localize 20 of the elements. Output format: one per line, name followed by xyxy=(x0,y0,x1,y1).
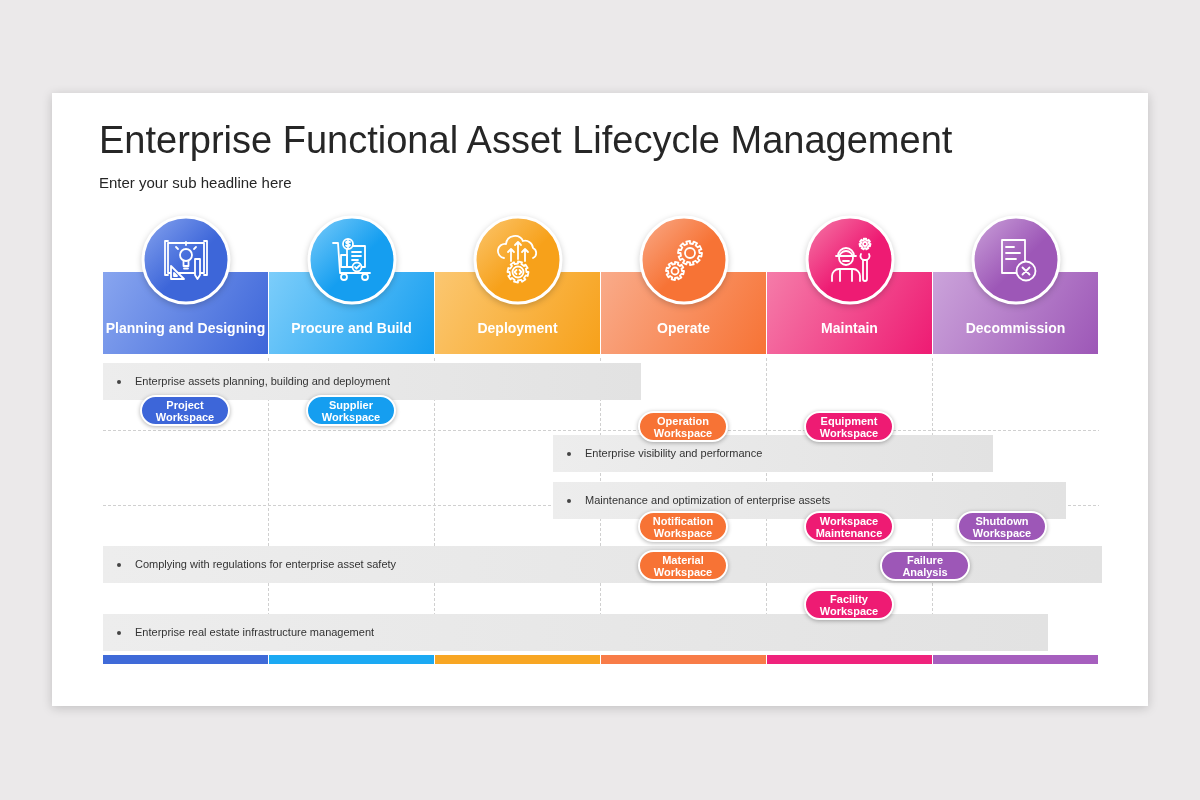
category-band xyxy=(103,546,1102,583)
workspace-tag: Project Workspace xyxy=(140,395,230,426)
band-text: Maintenance and optimization of enterprise assets xyxy=(585,493,831,507)
workspace-tag: Facility Workspace xyxy=(804,589,894,620)
subtitle: Enter your sub headline here xyxy=(99,174,292,192)
band-text: Enterprise visibility and performance xyxy=(585,446,763,460)
workspace-tag: Material Workspace xyxy=(638,550,728,581)
workspace-tag: Equipment Workspace xyxy=(804,411,894,442)
workspace-tag: Shutdown Workspace xyxy=(957,511,1047,542)
workspace-tag: Supplier Workspace xyxy=(306,395,396,426)
band-text: Complying with regulations for enterprise asset safety xyxy=(135,557,397,571)
title: Enterprise Functional Asset Lifecycle Management xyxy=(99,118,953,162)
workspace-tag: Operation Workspace xyxy=(638,411,728,442)
category-band xyxy=(103,363,641,400)
band-text: Enterprise assets planning, building and deployment xyxy=(135,374,390,388)
category-band xyxy=(553,482,1066,519)
band-text: Enterprise real estate infrastructure management xyxy=(135,625,375,639)
workspace-tag: Workspace Maintenance xyxy=(804,511,894,542)
workspace-tag: Notification Workspace xyxy=(638,511,728,542)
workspace-tag: Failure Analysis xyxy=(880,550,970,581)
